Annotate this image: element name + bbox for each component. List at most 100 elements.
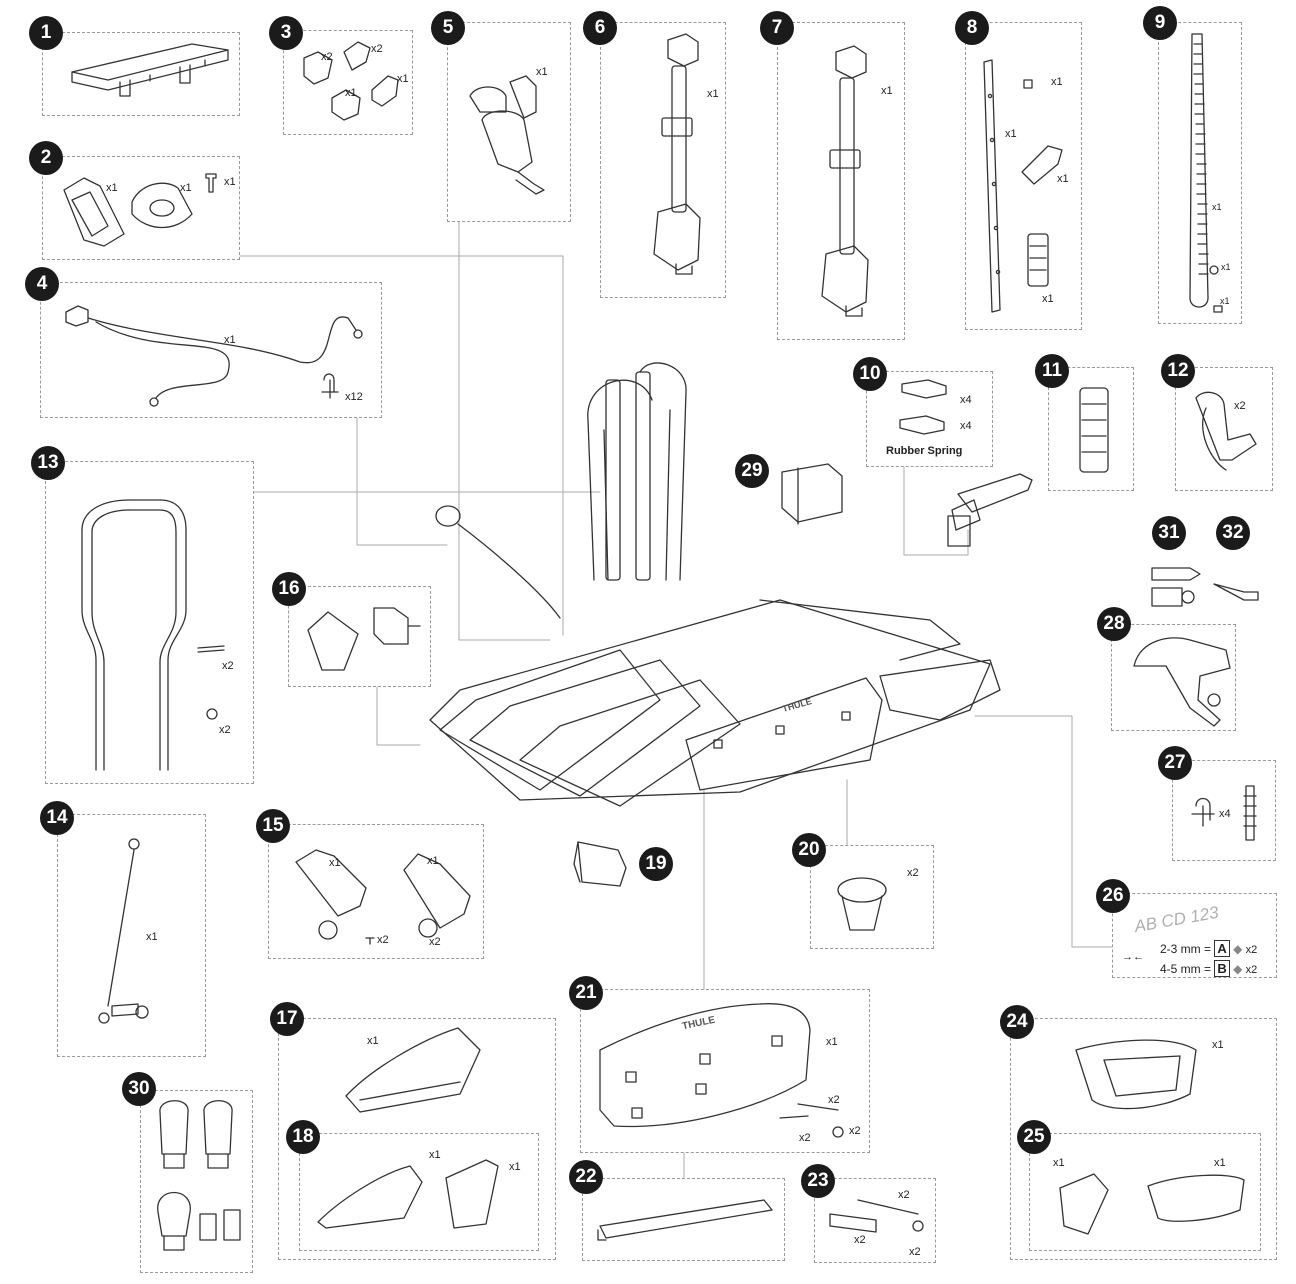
part-badge: 28 <box>1097 607 1131 641</box>
part-6-box <box>600 22 726 298</box>
quantity-label: x1 <box>1005 128 1017 140</box>
part-badge: 6 <box>583 11 617 45</box>
quantity-label: x1 <box>509 1161 521 1173</box>
quantity-label: x2 <box>849 1125 861 1137</box>
quantity-label: x2 <box>1245 944 1258 956</box>
spacer-code: A <box>1214 940 1230 957</box>
part-badge: 3 <box>269 16 303 50</box>
part-badge: 1 <box>29 16 63 50</box>
quantity-label: x1 <box>146 931 158 943</box>
quantity-label: x2 <box>907 867 919 879</box>
quantity-label: x2 <box>377 934 389 946</box>
rubber-spring-caption: Rubber Spring <box>886 445 963 457</box>
quantity-label: x1 <box>1051 76 1063 88</box>
part-badge: 32 <box>1216 516 1250 550</box>
part-11-box <box>1048 367 1134 491</box>
part-badge: 12 <box>1161 354 1195 388</box>
part-badge: 13 <box>31 446 65 480</box>
quantity-label: x2 <box>898 1189 910 1201</box>
part-14-box <box>57 814 206 1057</box>
part-badge: 11 <box>1035 354 1069 388</box>
part-6-arm-drawing <box>653 33 701 275</box>
quantity-label: x1 <box>180 182 192 194</box>
part-16-clamps-drawing <box>307 607 421 671</box>
part-badge: 22 <box>569 1160 603 1194</box>
part-23-box <box>814 1178 936 1263</box>
part-badge: 10 <box>853 357 887 391</box>
part-28-handle-drawing <box>1133 637 1231 727</box>
part-19-holder-drawing <box>573 841 627 887</box>
quantity-label: x1 <box>1221 262 1231 272</box>
part-15-wheels-drawing <box>295 849 471 945</box>
quantity-label: x2 <box>219 724 231 736</box>
part-10-rubber-spring-drawing <box>899 379 947 435</box>
part-24-cover-drawing <box>1075 1039 1197 1110</box>
part-badge: 29 <box>735 454 769 488</box>
part-badge: 16 <box>272 572 306 606</box>
quantity-label: x1 <box>345 87 357 99</box>
part-17-cover-drawing <box>345 1027 481 1113</box>
part-2-box <box>42 156 240 260</box>
part-11-pad-drawing <box>1079 387 1109 473</box>
part-20-box <box>810 845 934 949</box>
part-31-32-keys-drawing <box>1151 567 1259 607</box>
part-badge: 9 <box>1143 6 1177 40</box>
quantity-label: x2 <box>828 1094 840 1106</box>
quantity-label: x1 <box>1212 202 1222 212</box>
part-7-box <box>777 22 905 340</box>
part-badge: 21 <box>569 976 603 1010</box>
part-badge: 20 <box>792 833 826 867</box>
part-30-bulbs-drawing <box>157 1100 241 1251</box>
part-badge: 8 <box>955 11 989 45</box>
part-2-clamp-drawing <box>63 173 217 247</box>
part-13-frame-drawing <box>81 499 225 771</box>
part-9-box <box>1158 22 1242 324</box>
part-28-box <box>1111 624 1236 731</box>
quantity-label: x1 <box>224 176 236 188</box>
part-23-bolts-drawing <box>829 1199 924 1233</box>
part-badge: 27 <box>1158 746 1192 780</box>
quantity-label: x1 <box>1053 1157 1065 1169</box>
quantity-label: x1 <box>329 857 341 869</box>
part-26-box <box>1112 893 1277 978</box>
part-badge: 18 <box>286 1120 320 1154</box>
quantity-label: x2 <box>799 1132 811 1144</box>
quantity-label: x4 <box>1219 808 1231 820</box>
part-8-box <box>965 22 1082 330</box>
part-12-box <box>1175 367 1273 491</box>
part-10-box <box>866 371 993 467</box>
rubber-spring-mount-drawing <box>947 473 1033 547</box>
part-badge: 2 <box>29 141 63 175</box>
part-badge: 4 <box>25 267 59 301</box>
part-badge: 31 <box>1152 516 1186 550</box>
part-18-covers-drawing <box>317 1159 499 1229</box>
quantity-label: x1 <box>1220 296 1230 306</box>
part-7-arm-drawing <box>821 45 869 317</box>
part-badge: 14 <box>40 801 74 835</box>
spacer-icon: ◆ <box>1233 962 1243 976</box>
part-3-small-parts-drawing <box>303 41 399 121</box>
quantity-label: x2 <box>909 1246 921 1258</box>
quantity-label: x1 <box>397 73 409 85</box>
quantity-label: x2 <box>222 660 234 672</box>
spacer-icon: ◆ <box>1233 942 1243 956</box>
leader-lines <box>239 221 1113 1179</box>
part-badge: 5 <box>431 11 465 45</box>
part-29-sleeve-drawing <box>781 463 843 525</box>
quantity-label: x2 <box>854 1234 866 1246</box>
part-1-box <box>42 32 240 116</box>
part-badge: 7 <box>760 11 794 45</box>
part-27-clips-drawing <box>1191 785 1257 841</box>
quantity-label: x1 <box>224 334 236 346</box>
part-badge: 30 <box>122 1072 156 1106</box>
bike-carrier-assembly-drawing <box>429 362 1001 807</box>
quantity-label: x1 <box>427 855 439 867</box>
plate-thickness-row-2: 4-5 mm = B ◆ x2 <box>1160 960 1257 977</box>
plate-thickness-label: 4-5 mm = <box>1160 962 1212 976</box>
part-4-box <box>40 282 382 418</box>
part-25-box <box>1029 1133 1261 1251</box>
quantity-label: x4 <box>960 394 972 406</box>
quantity-label: x2 <box>1245 964 1258 976</box>
quantity-label: x1 <box>707 88 719 100</box>
part-20-cap-drawing <box>837 877 887 931</box>
